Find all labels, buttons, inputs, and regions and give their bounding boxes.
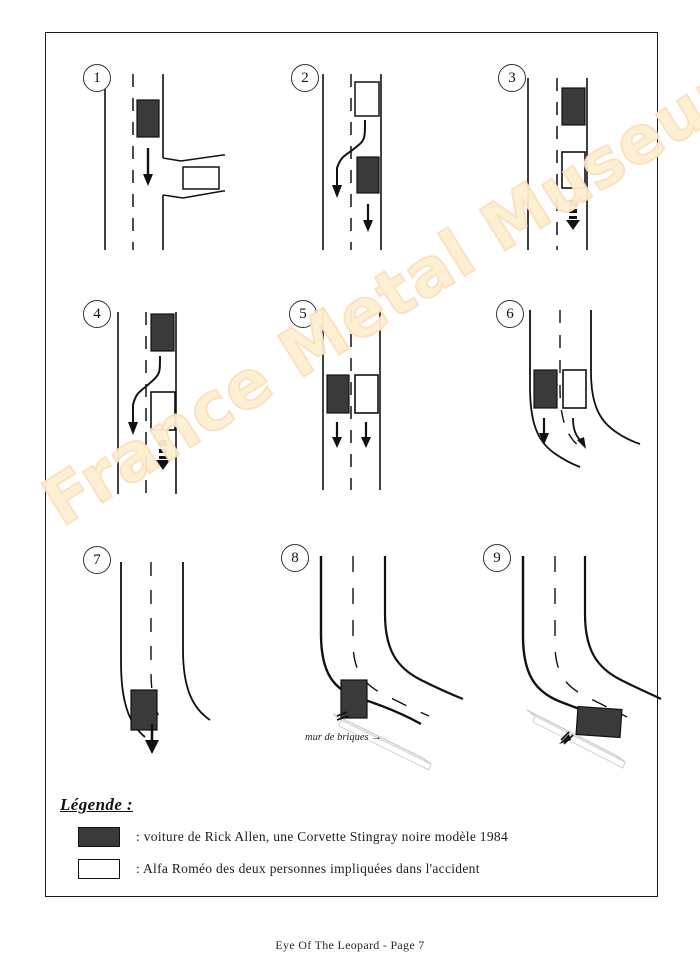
road-centre-dashes-bend xyxy=(559,310,581,448)
impact-marks xyxy=(336,711,350,721)
light-car-alfa xyxy=(354,81,380,117)
panel-1: 1 xyxy=(63,52,263,262)
driveway-lower-kerb xyxy=(162,190,225,199)
dashed-arrow-head xyxy=(566,220,580,230)
dark-car-corvette xyxy=(561,87,586,126)
road-centre-dashes-bend xyxy=(352,556,430,717)
impact-arrow-head xyxy=(559,734,571,744)
driveway-upper-kerb xyxy=(162,154,225,162)
panel-2: 2 xyxy=(273,52,473,262)
page-footer: Eye Of The Leopard - Page 7 xyxy=(275,938,425,952)
legend: Légende : : voiture de Rick Allen, une C… xyxy=(60,795,620,891)
panel-number-badge-4: 4 xyxy=(83,300,111,328)
panel-8-scene xyxy=(319,556,464,771)
panel-9-scene xyxy=(521,556,662,769)
legend-swatch-dark-car xyxy=(78,827,120,847)
panel-2-scene xyxy=(322,74,382,250)
dark-car-arrow-head xyxy=(539,433,549,445)
dark-car-corvette xyxy=(130,689,158,731)
road-inner-kerb-bend xyxy=(521,556,618,728)
panel-3: 3 xyxy=(480,52,680,262)
motion-arrow-head xyxy=(363,220,373,232)
panel-5-scene xyxy=(322,310,381,490)
legend-row-light-car: : Alfa Roméo des deux personnes impliqué… xyxy=(60,859,620,879)
road-outer-kerb-bend xyxy=(383,556,464,701)
legend-row-dark-car: : voiture de Rick Allen, une Corvette St… xyxy=(60,827,620,847)
dashed-arrow-seg-2 xyxy=(569,209,577,213)
panel-8: 8 mur de briques → xyxy=(263,532,493,772)
panel-6-scene xyxy=(529,310,641,468)
dark-car-corvette xyxy=(326,374,350,414)
light-car-arrow-head xyxy=(361,437,371,448)
light-car-alfa xyxy=(562,369,587,409)
panel-4-scene xyxy=(117,312,177,494)
panel-1-scene xyxy=(104,74,225,250)
dark-car-corvette xyxy=(150,313,175,352)
swerve-arrow-head xyxy=(128,422,138,435)
dashed-arrow-seg-1 xyxy=(569,200,577,206)
panel-9: 9 xyxy=(465,532,680,772)
dark-car-corvette xyxy=(356,156,380,194)
panel-4: 4 xyxy=(63,290,263,505)
panel-number-badge-3: 3 xyxy=(498,64,526,92)
road-left-edge-bend xyxy=(529,310,581,468)
brick-wall-face xyxy=(532,715,626,769)
legend-label-dark-car: : voiture de Rick Allen, une Corvette St… xyxy=(136,829,508,844)
road-right-edge-bend xyxy=(590,310,641,445)
brick-wall-face xyxy=(338,719,432,771)
diagram-grid: 1 xyxy=(45,32,662,792)
brick-wall-caption: mur de briques → xyxy=(305,732,382,743)
road-inner-kerb-bend xyxy=(319,556,422,726)
panel-number-badge-2: 2 xyxy=(291,64,319,92)
motion-arrow-head xyxy=(143,174,153,186)
light-car-alfa xyxy=(150,391,176,431)
panel-7: 7 xyxy=(63,532,263,762)
dashed-arrow-seg-3 xyxy=(569,216,577,219)
panel-3-scene xyxy=(527,78,588,250)
road-right-edge-bend xyxy=(182,562,211,721)
panel-number-badge-8: 8 xyxy=(281,544,309,572)
panel-number-badge-9: 9 xyxy=(483,544,511,572)
panel-number-badge-1: 1 xyxy=(83,64,111,92)
panel-number-badge-6: 6 xyxy=(496,300,524,328)
light-car-alfa xyxy=(182,166,220,190)
panel-7-scene xyxy=(120,562,211,754)
swerve-path xyxy=(132,355,161,424)
dashed-arrow-seg-3 xyxy=(159,456,167,459)
motion-arrow-head xyxy=(145,740,159,754)
dark-car-corvette xyxy=(136,99,160,138)
light-car-alfa xyxy=(354,374,379,414)
legend-swatch-light-car xyxy=(78,859,120,879)
road-outer-kerb-bend xyxy=(583,556,662,700)
panel-5: 5 xyxy=(273,290,473,505)
panel-number-badge-7: 7 xyxy=(83,546,111,574)
dashed-arrow-head xyxy=(156,460,170,470)
panel-number-badge-5: 5 xyxy=(289,300,317,328)
light-car-arrow-shaft xyxy=(572,417,582,442)
dashed-arrow-seg-2 xyxy=(159,449,167,453)
road-left-edge-bend xyxy=(120,562,146,738)
light-car-alfa xyxy=(561,151,586,189)
dark-car-corvette xyxy=(533,369,558,409)
light-car-arrow-head xyxy=(577,437,586,449)
dark-car-arrow-head xyxy=(332,437,342,448)
legend-title: Légende : xyxy=(60,795,133,814)
panel-6: 6 xyxy=(480,290,680,505)
road-centre-dashes-bend xyxy=(554,556,628,718)
swerve-arrow-head xyxy=(332,185,342,198)
dark-car-corvette xyxy=(340,679,368,719)
swerve-path xyxy=(336,119,366,188)
legend-label-light-car: : Alfa Roméo des deux personnes impliqué… xyxy=(136,861,480,876)
dark-car-corvette xyxy=(575,705,623,739)
page-border-frame xyxy=(45,32,658,897)
dashed-arrow-seg-1 xyxy=(159,440,167,446)
